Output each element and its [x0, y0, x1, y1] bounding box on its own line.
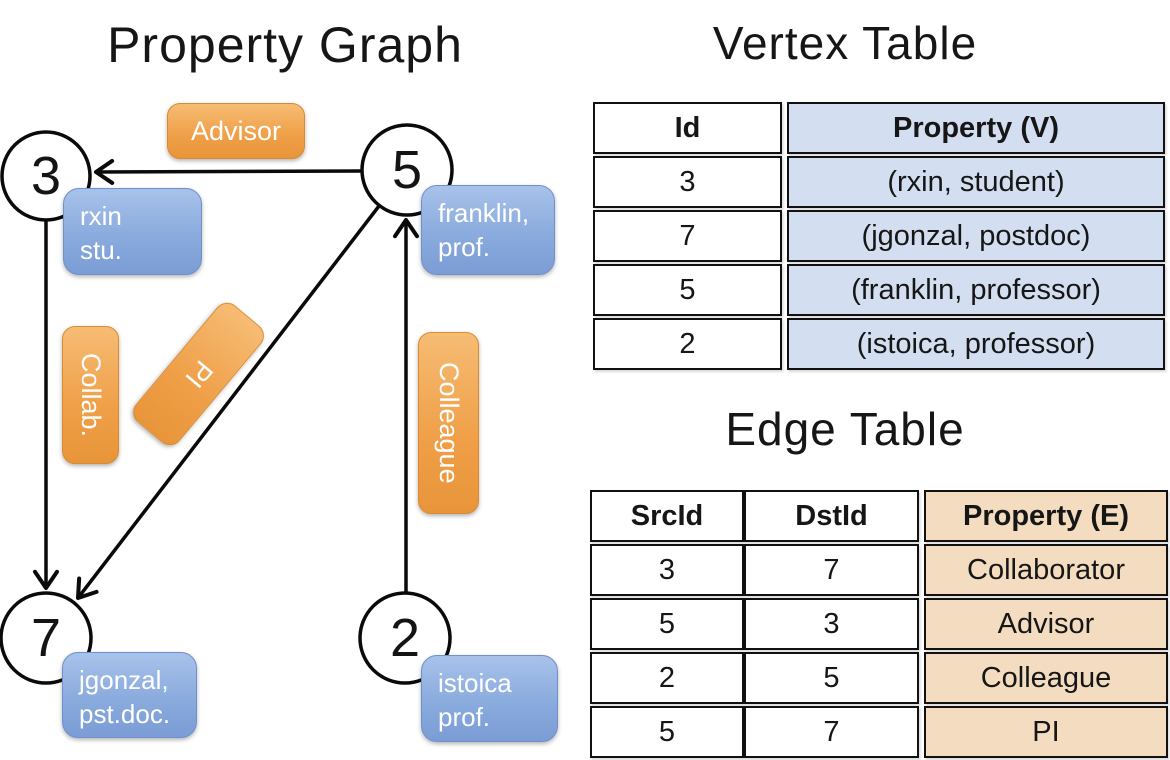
- vertex-label-line: istoica: [438, 668, 512, 698]
- edge-pi-5-7: [75, 204, 381, 601]
- edge-table-property-column: Property (E) Collaborator Advisor Collea…: [924, 490, 1168, 758]
- table-cell: Collaborator: [924, 544, 1168, 596]
- vertex-label-line: prof.: [438, 232, 491, 263]
- table-cell: 5: [593, 264, 782, 316]
- vertex-id-7: 7: [30, 608, 62, 668]
- vertex-table-title: Vertex Table: [712, 17, 978, 69]
- property-graph-title: Property Graph: [107, 17, 463, 73]
- table-cell: (franklin, professor): [787, 264, 1165, 316]
- table-cell: 2: [593, 318, 782, 370]
- vertex-table-property-column: Property (V) (rxin, student) (jgonzal, p…: [787, 102, 1165, 370]
- table-cell: Advisor: [924, 598, 1168, 650]
- table-cell: (istoica, professor): [787, 318, 1165, 370]
- table-cell: 5: [590, 598, 744, 650]
- edge-label-colleague: Colleague: [418, 332, 479, 514]
- table-cell: PI: [924, 706, 1168, 758]
- vertex-table: Id 3 7 5 2 Property (V) (rxin, student) …: [593, 102, 1165, 370]
- table-cell: 7: [593, 210, 782, 262]
- vertex-id-5: 5: [391, 140, 423, 200]
- vertex-label-rxin: rxin stu.: [63, 188, 202, 275]
- table-cell: 2: [590, 652, 744, 704]
- vertex-label-line: pst.doc.: [79, 699, 171, 730]
- table-cell: 3: [744, 598, 919, 650]
- edge-table-title: Edge Table: [725, 403, 965, 455]
- edge-label-pi-text: PI: [179, 354, 219, 394]
- table-cell: 5: [744, 652, 919, 704]
- vertex-label-jgonzal: jgonzal, pst.doc.: [62, 652, 197, 738]
- column-header: Id: [593, 102, 782, 154]
- vertex-label-line: prof.: [438, 702, 491, 733]
- vertex-table-id-column: Id 3 7 5 2: [593, 102, 782, 370]
- edge-label-advisor: Advisor: [167, 103, 305, 159]
- table-cell: 5: [590, 706, 744, 758]
- table-cell: 3: [593, 156, 782, 208]
- vertex-id-3: 3: [30, 146, 62, 206]
- table-cell: Colleague: [924, 652, 1168, 704]
- table-cell: 7: [744, 544, 919, 596]
- column-header: Property (V): [787, 102, 1165, 154]
- edge-label-colleague-text: Colleague: [434, 362, 464, 484]
- edge-table: SrcId DstId 3 7 5 3 2 5 5 7 Property (E)…: [590, 490, 1168, 758]
- edge-label-collab: Collab.: [62, 326, 119, 464]
- column-header: Property (E): [924, 490, 1168, 542]
- table-cell: 3: [590, 544, 744, 596]
- edge-label-collab-text: Collab.: [76, 352, 106, 438]
- vertex-label-franklin: franklin, prof.: [421, 185, 555, 275]
- vertex-label-istoica: istoica prof.: [421, 655, 558, 742]
- table-cell: (jgonzal, postdoc): [787, 210, 1165, 262]
- table-cell: (rxin, student): [787, 156, 1165, 208]
- column-header: DstId: [744, 490, 919, 542]
- edge-table-id-columns: SrcId DstId 3 7 5 3 2 5 5 7: [590, 490, 919, 758]
- vertex-label-line: stu.: [80, 235, 122, 266]
- vertex-id-2: 2: [389, 608, 421, 668]
- vertex-label-line: franklin,: [438, 198, 530, 228]
- vertex-label-line: rxin: [80, 201, 122, 231]
- vertex-label-line: jgonzal,: [79, 665, 169, 695]
- edge-advisor-5-3: [93, 158, 363, 185]
- column-header: SrcId: [590, 490, 744, 542]
- table-cell: 7: [744, 706, 919, 758]
